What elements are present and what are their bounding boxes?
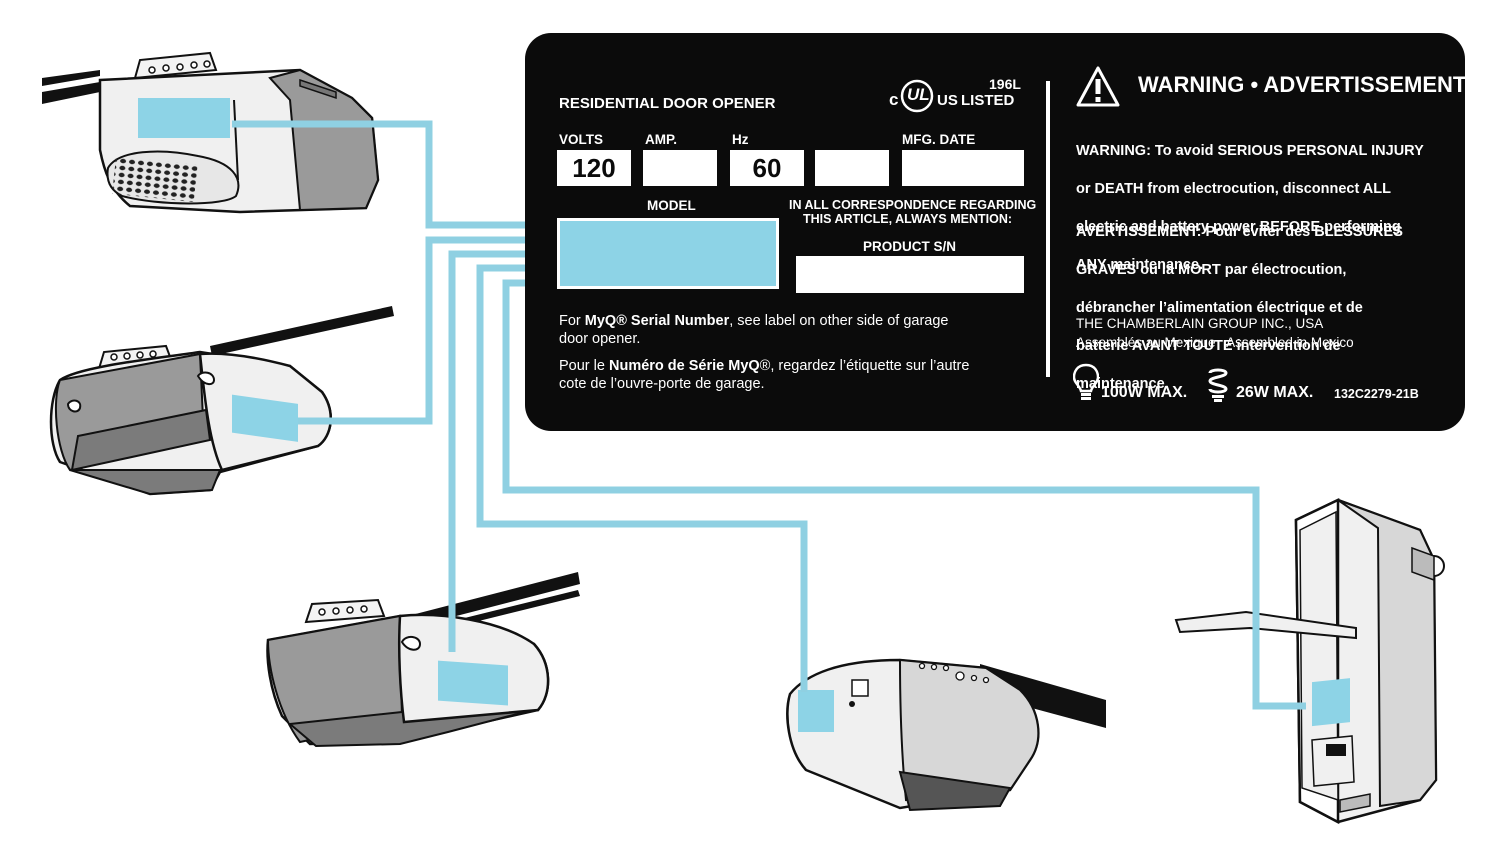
garage-door-opener-3 (266, 572, 580, 748)
amp-label: AMP. (645, 132, 678, 147)
label-location-3 (438, 660, 508, 706)
rail-1 (42, 82, 100, 104)
garage-door-opener-1 (42, 51, 380, 214)
dip-switch-4 (851, 679, 869, 697)
assembled-in: Assemblés au Mexique Assembled in Mexico (1076, 335, 1354, 350)
label-divider (1046, 81, 1050, 377)
ul-listed-mark-icon: c UL US 196L LISTED (889, 76, 1021, 113)
company-name: THE CHAMBERLAIN GROUP INC., USA (1076, 316, 1324, 331)
label-location-2 (232, 394, 298, 442)
hz-label: Hz (732, 132, 749, 147)
warning-english: WARNING: To avoid SERIOUS PERSONAL INJUR… (1076, 143, 1424, 273)
mfg-date-label: MFG. DATE (902, 132, 976, 147)
garage-door-opener-4 (786, 658, 1106, 812)
warning-title: WARNING • ADVERTISSEMENT (1138, 72, 1467, 97)
product-sn-label: PRODUCT S/N (863, 239, 957, 254)
mounting-bracket-3 (304, 598, 386, 624)
vent-grille-1 (112, 155, 198, 203)
wall-mount-opener-5 (1174, 498, 1445, 825)
warning-triangle-icon (1076, 66, 1120, 107)
myq-french-note: Pour le Numéro de Série MyQ®, regardez l… (559, 358, 970, 392)
leader-line-1 (232, 120, 570, 229)
cfl-bulb-icon (1208, 368, 1228, 402)
volts-value: 120 (557, 150, 631, 186)
label-title: RESIDENTIAL DOOR OPENER (559, 95, 776, 112)
leader-line-4 (476, 264, 808, 692)
product-sn-box (796, 256, 1024, 293)
part-number: 132C2279-21B (1334, 387, 1419, 401)
leader-line-2 (298, 236, 570, 425)
blank-field-box (815, 150, 889, 186)
correspondence-line-2: THIS ARTICLE, ALWAYS MENTION: (803, 212, 1013, 226)
leader-line-5 (502, 279, 1306, 710)
rail-4 (980, 664, 1106, 728)
rail-2 (210, 306, 394, 356)
incandescent-max: 100W MAX. (1101, 384, 1188, 401)
hz-value: 60 (730, 150, 804, 186)
label-location-5 (1312, 678, 1350, 727)
model-number-box (557, 218, 779, 289)
amp-value-box (643, 150, 717, 186)
warning-french: AVERTISSEMENT: Pour éviter des BLESSURES… (1076, 224, 1403, 392)
model-label: MODEL (647, 198, 696, 213)
label-location-1 (138, 98, 230, 138)
myq-english-note: For MyQ® Serial Number, see label on oth… (559, 313, 949, 347)
dip-switch-5 (1326, 744, 1346, 756)
volts-label: VOLTS (559, 132, 604, 147)
light-lens-2 (69, 469, 222, 496)
incandescent-bulb-icon (1073, 363, 1099, 400)
garage-door-opener-2 (49, 306, 394, 496)
mfg-date-box (902, 150, 1024, 186)
correspondence-line-1: IN ALL CORRESPONDENCE REGARDING (789, 198, 1037, 212)
label-location-4 (798, 690, 834, 732)
rating-label: RESIDENTIAL DOOR OPENER c UL US 196L LIS… (525, 33, 1467, 431)
cfl-max: 26W MAX. (1236, 384, 1314, 401)
mounting-plate-5 (1174, 610, 1357, 640)
